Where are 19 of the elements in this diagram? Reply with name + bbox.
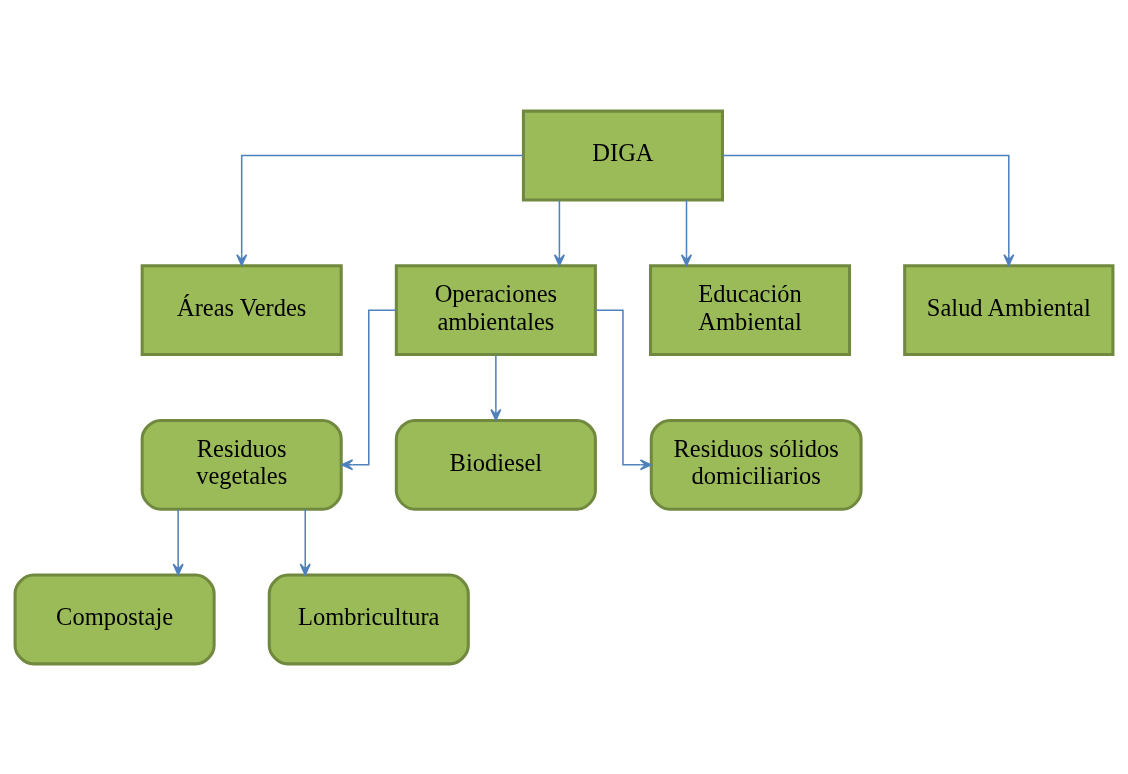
arrow [722,154,1015,266]
arrow [490,353,502,421]
node-box: Compostaje [13,573,216,665]
node-box: Áreas Verdes [140,263,343,356]
node-box: DIGA [521,109,724,201]
node-box: Residuos sólidos domiciliarios [649,418,863,511]
arrow [553,199,565,266]
arrow [680,199,693,266]
arrow [236,154,525,266]
node-box: Residuos vegetales [140,418,343,511]
node-box: Biodiesel [394,418,597,511]
arrow [299,508,311,576]
node-box: Salud Ambiental [903,263,1115,356]
node-box: Educación Ambiental [649,263,852,356]
arrow [172,508,184,576]
node-box: Operaciones ambientales [394,263,597,356]
node-box: Lombricultura [267,573,470,665]
arrow [341,308,397,470]
arrow [595,308,652,470]
